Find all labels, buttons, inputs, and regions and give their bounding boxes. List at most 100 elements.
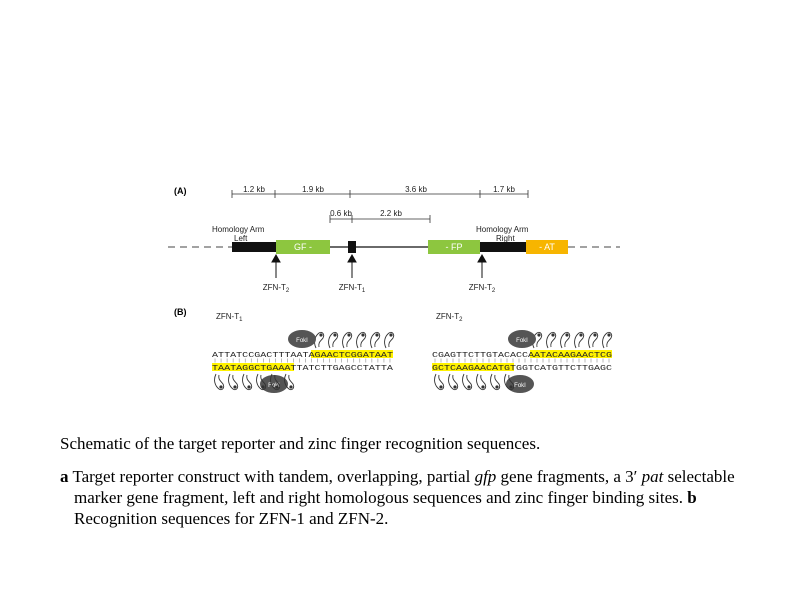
zinc-ion-icon [361,333,365,337]
gfp-fragment-gf [276,240,330,254]
zinc-finger-icon [434,373,445,391]
foki-label: FokI [514,383,526,389]
zinc-finger-icon [256,373,267,391]
caption-body: a Target reporter construct with tandem,… [60,466,760,529]
zinc-finger-icon [588,331,599,349]
distance-label: 2.2 kb [380,209,402,218]
zinc-ion-icon [579,333,583,337]
zinc-finger-icon [228,373,239,391]
zinc-ion-icon [453,385,457,389]
site-label-zfn-t2-right: ZFN-T2 [469,283,496,294]
zinc-ion-icon [509,385,513,389]
zinc-finger-icon [270,373,281,391]
distance-label: 1.7 kb [493,185,515,194]
caption-a-text: gene fragments, a 3′ [496,467,642,486]
zinc-finger-array-bottom-left [214,373,295,391]
right-homology-arm [480,242,526,252]
panel-b-label: (B) [174,307,187,317]
zinc-finger-icon [602,331,613,349]
zinc-ion-icon [247,385,251,389]
zfn-t2-title: ZFN-T2 [436,312,463,323]
zinc-ion-icon [233,385,237,389]
highlight-top-right [530,350,612,358]
zinc-finger-icon [560,331,571,349]
zinc-ion-icon [289,385,293,389]
fragment-label: - FP [446,242,463,252]
zinc-ion-icon [481,385,485,389]
left-arm-label-line1: Homology Arm [212,225,265,234]
zinc-finger-array-top-right [532,331,613,349]
zinc-finger-icon [384,331,395,349]
foki-label: FokI [296,338,308,344]
caption-title: Schematic of the target reporter and zin… [60,434,541,453]
figure-schematic: (A) 1.2 kb 1.9 kb 3.6 kb 1.7 kb 0.6 kb 2… [168,185,620,393]
arrow-up-icon [477,253,487,263]
foki-label: FokI [516,338,528,344]
zinc-finger-icon [356,331,367,349]
zinc-finger-array-top-left [314,331,395,349]
zinc-finger-icon [284,373,295,391]
zinc-ion-icon [333,333,337,337]
foki-domain-top-left [288,330,316,348]
caption-gfp-term: gfp [474,467,497,486]
gfp-fragment-fp [428,240,480,254]
caption-pat-term: pat [641,467,664,486]
base-pair-ticks-left [214,358,391,363]
zinc-finger-icon [342,331,353,349]
zinc-ion-icon [275,385,279,389]
distance-label: 3.6 kb [405,185,427,194]
highlight-bottom-right [432,363,514,371]
zinc-ion-icon [261,385,265,389]
fragment-label: - AT [539,242,555,252]
distance-label: 1.2 kb [243,185,265,194]
site-label-zfn-t1: ZFN-T1 [339,283,366,294]
zinc-ion-icon [565,333,569,337]
zinc-ion-icon [389,333,393,337]
zinc-ion-icon [607,333,611,337]
zinc-finger-array-bottom-right [434,373,515,391]
fragment-label: GF - [294,242,312,252]
highlight-top-left [311,350,393,358]
foki-domain-top-right [508,330,536,348]
distance-label: 0.6 kb [330,209,352,218]
caption-a-text: Target reporter construct with tandem, o… [68,467,475,486]
left-homology-arm [232,242,276,252]
left-arm-label-line2: Left [234,234,248,243]
arrow-up-icon [271,253,281,263]
zinc-ion-icon [537,333,541,337]
right-arm-label-line1: Homology Arm [476,225,529,234]
zinc-finger-icon [242,373,253,391]
arrow-up-icon [347,253,357,263]
caption-b-label: b [687,488,697,507]
base-pair-ticks-right [434,358,610,363]
zinc-ion-icon [593,333,597,337]
zinc-ion-icon [467,385,471,389]
caption-a-text: selectable marker gene fragment, left an… [74,467,735,507]
zinc-ion-icon [219,385,223,389]
foki-label: FokI [268,383,280,389]
zinc-ion-icon [319,333,323,337]
zinc-ion-icon [375,333,379,337]
zinc-finger-icon [504,373,515,391]
caption-b-text: Recognition sequences for ZFN-1 and ZFN-… [74,509,389,528]
zinc-finger-icon [448,373,459,391]
zinc-finger-icon [490,373,501,391]
zinc-finger-icon [476,373,487,391]
zinc-finger-icon [328,331,339,349]
caption-a-label: a [60,467,69,486]
right-arm-label-line2: Right [496,234,515,243]
zinc-finger-icon [370,331,381,349]
zfn-t1-title: ZFN-T1 [216,312,243,323]
zfn-t1-site-block [348,241,356,253]
panel-a-label: (A) [174,186,187,196]
zinc-ion-icon [551,333,555,337]
zinc-finger-icon [214,373,225,391]
zinc-ion-icon [347,333,351,337]
site-label-zfn-t2-left: ZFN-T2 [263,283,290,294]
foki-domain-bottom-left [260,375,288,393]
zinc-ion-icon [495,385,499,389]
